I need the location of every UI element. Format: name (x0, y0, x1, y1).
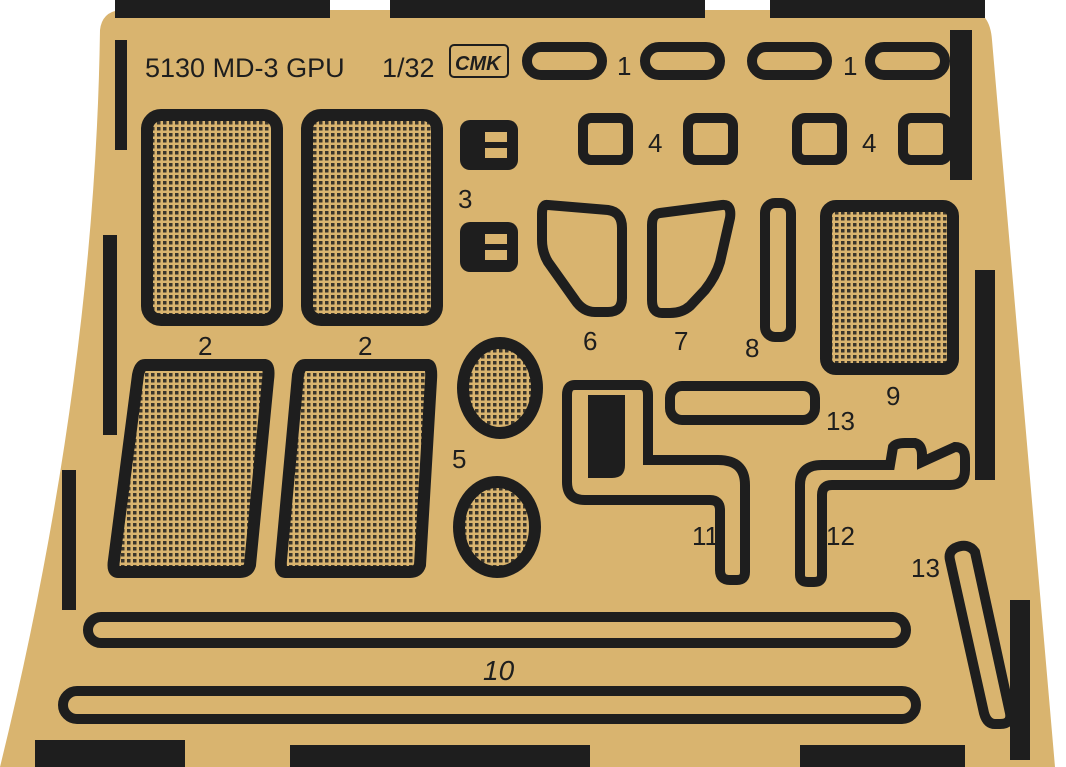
label-part-11: 11 (692, 521, 719, 551)
part-1-links (522, 42, 950, 80)
label-part-12: 12 (826, 521, 855, 551)
label-part-4b: 4 (862, 128, 876, 158)
part-13-strip-diagonal (944, 540, 1016, 729)
label-part-5: 5 (452, 444, 466, 474)
part-13-strip-horizontal (665, 381, 820, 425)
sheet-title: 5130 MD-3 GPU (145, 53, 345, 83)
part-5-ovals (453, 337, 543, 578)
sheet-scale: 1/32 (382, 53, 435, 83)
part-6-7-plates (537, 199, 736, 318)
label-part-13b: 13 (911, 553, 940, 583)
label-part-3: 3 (458, 184, 472, 214)
label-part-7: 7 (674, 326, 688, 356)
frame-bars (35, 0, 1030, 767)
label-part-2a: 2 (198, 331, 212, 361)
cmk-logo: CMK (449, 44, 509, 78)
label-part-2b: 2 (358, 331, 372, 361)
part-8-strip (760, 198, 796, 342)
logo-text: CMK (455, 53, 502, 75)
label-part-13a: 13 (826, 406, 855, 436)
label-part-1a: 1 (617, 51, 631, 81)
label-part-9: 9 (886, 381, 900, 411)
label-part-4a: 4 (648, 128, 662, 158)
label-part-6: 6 (583, 326, 597, 356)
part-10-strips (58, 612, 921, 724)
label-part-8: 8 (745, 333, 759, 363)
label-part-1b: 1 (843, 51, 857, 81)
part-4-frames (578, 113, 953, 165)
part-11-bracket (562, 380, 750, 585)
label-part-10: 10 (483, 655, 515, 686)
part-2-panels (107, 109, 443, 578)
part-12-bracket (795, 438, 970, 587)
part-9-mesh (820, 200, 959, 375)
